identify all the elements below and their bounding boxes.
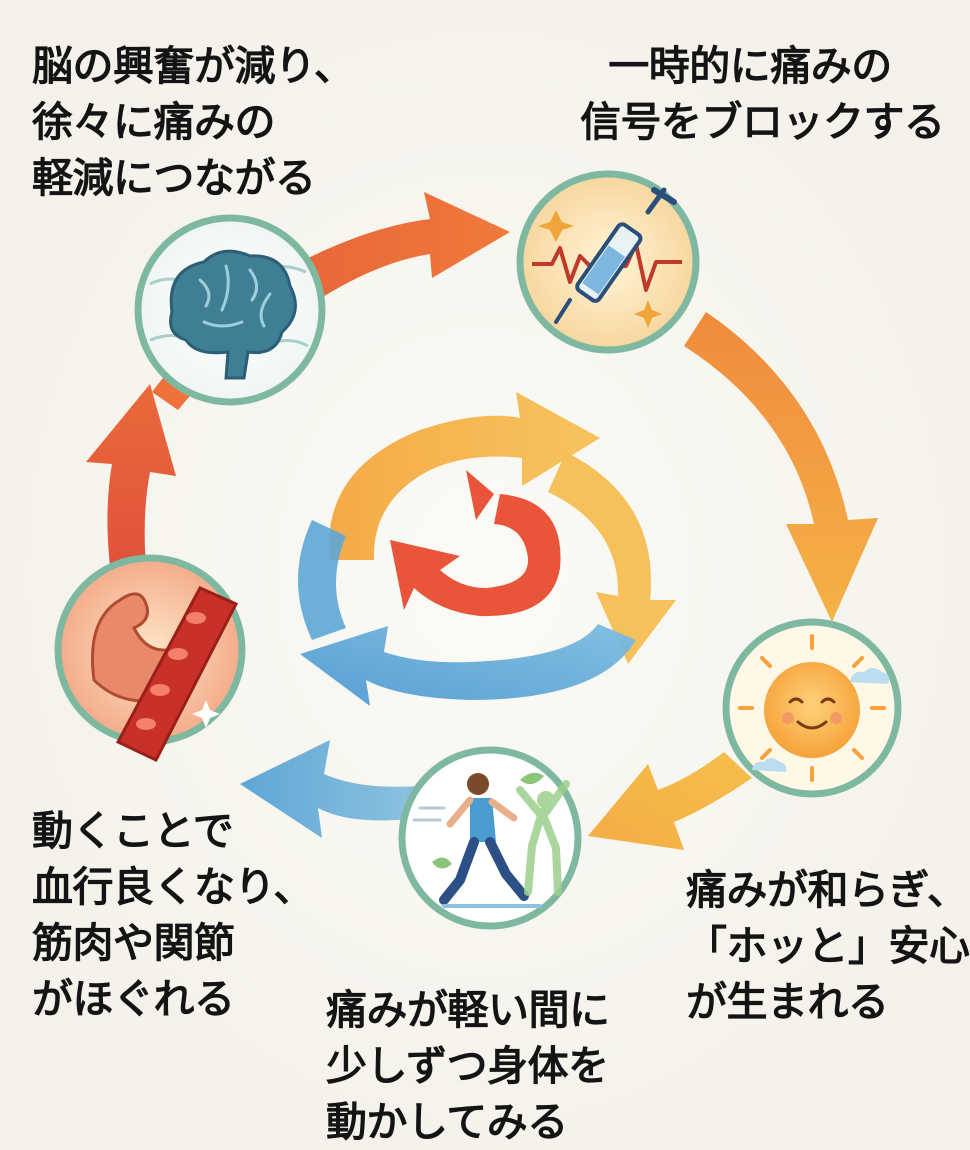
caption-injection-line-1: 一時的に痛みの bbox=[608, 42, 892, 90]
smiling-sun-icon bbox=[738, 634, 886, 782]
caption-relief-line-3: が生まれる bbox=[686, 978, 889, 1026]
caption-relief-line-2: 「ホッと」安心感 bbox=[686, 922, 970, 970]
caption-injection: 一時的に痛みの 信号をブロックする bbox=[580, 38, 945, 150]
inner-swirl bbox=[298, 392, 676, 706]
caption-muscle-line-4: がほぐれる bbox=[32, 975, 235, 1023]
caption-brain-line-2: 徐々に痛みの bbox=[32, 98, 276, 146]
caption-relief-line-1: 痛みが和らぎ、 bbox=[686, 866, 968, 914]
caption-brain-line-1: 脳の興奮が減り、 bbox=[32, 42, 355, 90]
caption-exercise-line-1: 痛みが軽い間に bbox=[326, 986, 610, 1034]
caption-brain: 脳の興奮が減り、 徐々に痛みの 軽減につながる bbox=[32, 38, 355, 206]
injection-node bbox=[516, 170, 700, 354]
arrow-exercise-to-muscle bbox=[240, 740, 418, 838]
relief-node bbox=[722, 618, 902, 798]
walking-person-icon bbox=[439, 773, 529, 905]
arrow-injection-to-relief bbox=[684, 312, 878, 622]
arrow-brain-to-injection bbox=[300, 192, 510, 300]
caption-brain-line-3: 軽減につながる bbox=[32, 154, 316, 202]
syringe-icon bbox=[554, 187, 677, 324]
caption-injection-line-2: 信号をブロックする bbox=[580, 98, 945, 146]
muscle-node bbox=[54, 554, 246, 762]
stretching-person-icon bbox=[516, 780, 570, 896]
arrow-muscle-to-brain bbox=[86, 384, 176, 566]
caption-exercise-line-3: 動かしてみる bbox=[326, 1098, 568, 1146]
caption-muscle-line-3: 筋肉や関節 bbox=[32, 919, 235, 967]
caption-muscle: 動くことで 血行良くなり、 筋肉や関節 がほぐれる bbox=[32, 803, 314, 1027]
caption-exercise: 痛みが軽い間に 少しずつ身体を 動かしてみる bbox=[326, 982, 610, 1150]
exercise-node bbox=[398, 746, 582, 930]
brain-node bbox=[134, 214, 326, 406]
caption-muscle-line-1: 動くことで bbox=[32, 807, 234, 855]
arrow-relief-to-exercise bbox=[588, 752, 752, 850]
brain-icon bbox=[169, 249, 297, 380]
caption-muscle-line-2: 血行良くなり、 bbox=[32, 863, 314, 911]
caption-relief: 痛みが和らぎ、 「ホッと」安心感 が生まれる bbox=[686, 862, 970, 1030]
caption-exercise-line-2: 少しずつ身体を bbox=[326, 1042, 609, 1090]
muscle-blood-vessel-icon bbox=[90, 586, 239, 762]
